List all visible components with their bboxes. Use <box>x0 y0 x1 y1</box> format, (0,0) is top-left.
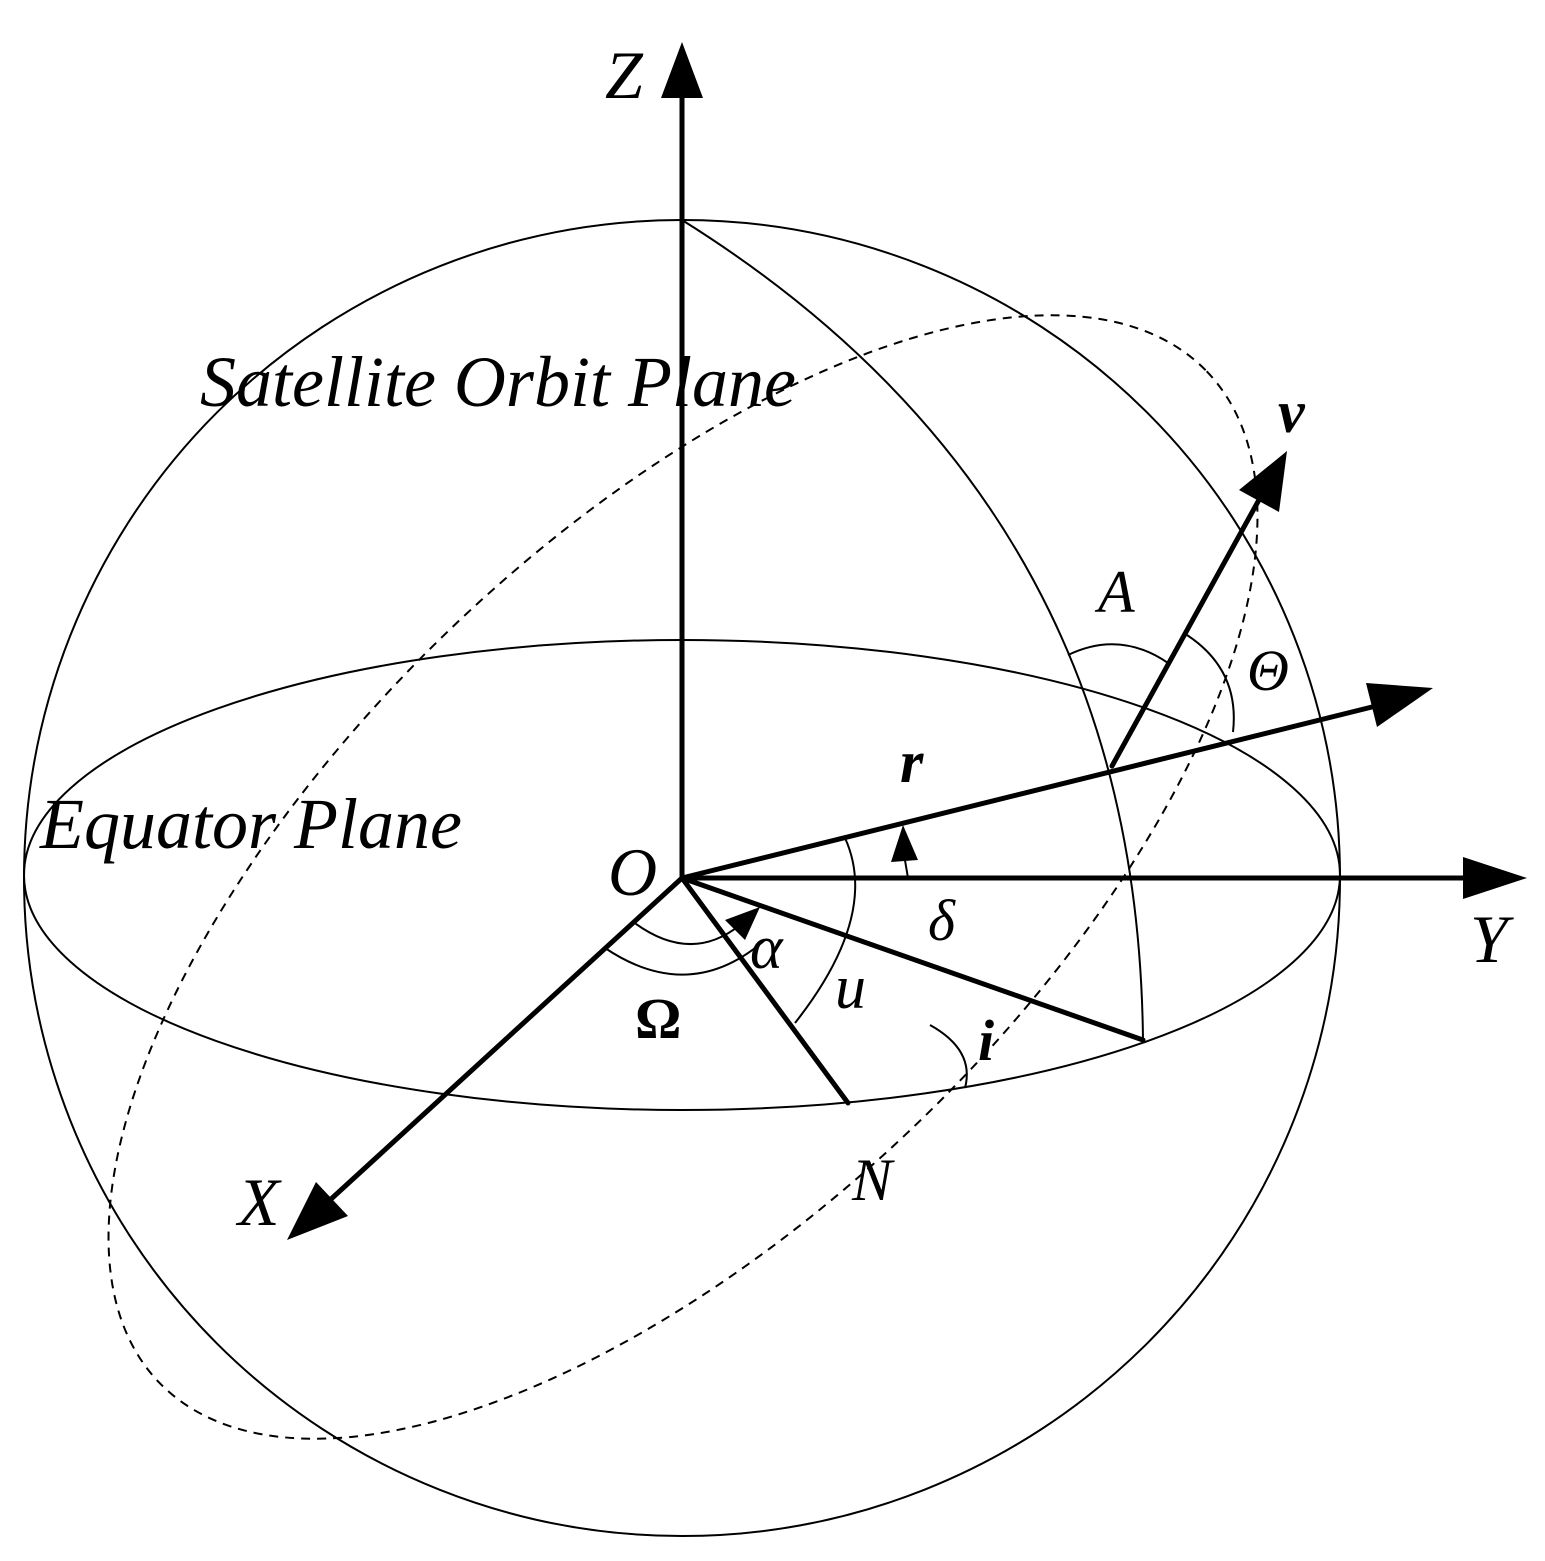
origin-label: O <box>608 834 657 910</box>
angle-arc-u <box>794 837 857 1024</box>
velocity-vector-arrowhead <box>1239 451 1287 512</box>
y-axis-arrowhead <box>1463 857 1527 899</box>
point-n-label: N <box>851 1147 895 1213</box>
z-axis-arrowhead <box>661 42 703 98</box>
velocity-vector-line <box>1109 495 1263 769</box>
angle-delta-label: δ <box>928 888 956 953</box>
angle-arc-a <box>1067 643 1169 664</box>
angle-arc-theta <box>1186 634 1235 733</box>
velocity-vector-label: v <box>1278 379 1306 445</box>
position-vector-arrowhead <box>1366 683 1433 727</box>
position-vector-label: r <box>900 729 924 795</box>
x-axis-line <box>327 875 685 1203</box>
position-vector-line <box>679 704 1375 881</box>
y-axis-label: Y <box>1470 901 1514 977</box>
angle-arc-i <box>929 1024 968 1089</box>
x-axis-label: X <box>235 1164 282 1240</box>
x-axis-arrowhead <box>287 1182 348 1240</box>
point-a-label: A <box>1094 559 1135 625</box>
angle-alpha-label: α <box>750 914 784 982</box>
z-axis-label: Z <box>605 37 644 113</box>
line-o-to-meridian-foot <box>679 875 1146 1043</box>
angle-alpha-arrowhead <box>725 907 760 940</box>
angle-arc-omega <box>604 939 766 976</box>
angle-arc-alpha <box>631 920 741 945</box>
equator-plane-label: Equator Plane <box>39 784 462 864</box>
line-o-to-n <box>679 875 851 1106</box>
meridian-arc <box>681 219 1144 1041</box>
angle-i-label: i <box>978 1008 994 1073</box>
orbit-plane-label: Satellite Orbit Plane <box>200 342 796 422</box>
angle-omega-label: Ω <box>635 986 681 1051</box>
angle-u-label: u <box>835 954 866 1022</box>
angle-theta-label: Θ <box>1247 638 1289 703</box>
angle-delta-arrowhead <box>891 825 918 862</box>
